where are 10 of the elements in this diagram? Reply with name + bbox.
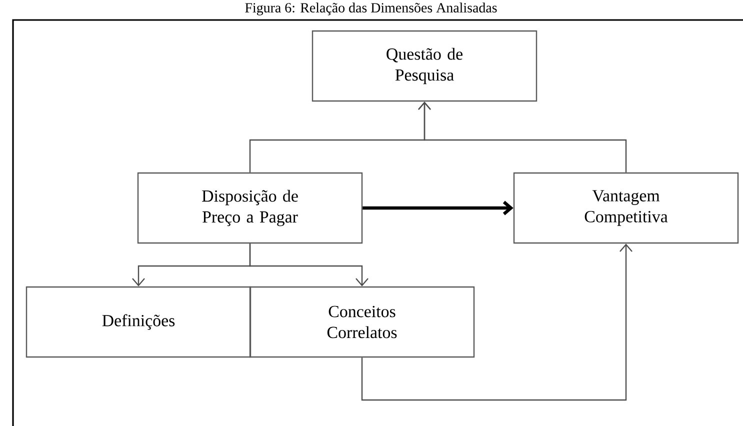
arrow [362, 200, 514, 216]
arrow [418, 102, 627, 172]
process-box: Questão de Pesquisa [312, 30, 538, 102]
process-box: Conceitos Correlatos [249, 286, 475, 358]
process-box: Disposição de Preço a Pagar [137, 172, 363, 244]
figure-title: Figura 6: Relação das Dimensões Analisadas [245, 2, 497, 16]
process-box: Definições [26, 286, 252, 358]
arrow [361, 244, 632, 401]
process-box: Vantagem Competitiva [513, 172, 739, 244]
arrow [249, 244, 368, 286]
